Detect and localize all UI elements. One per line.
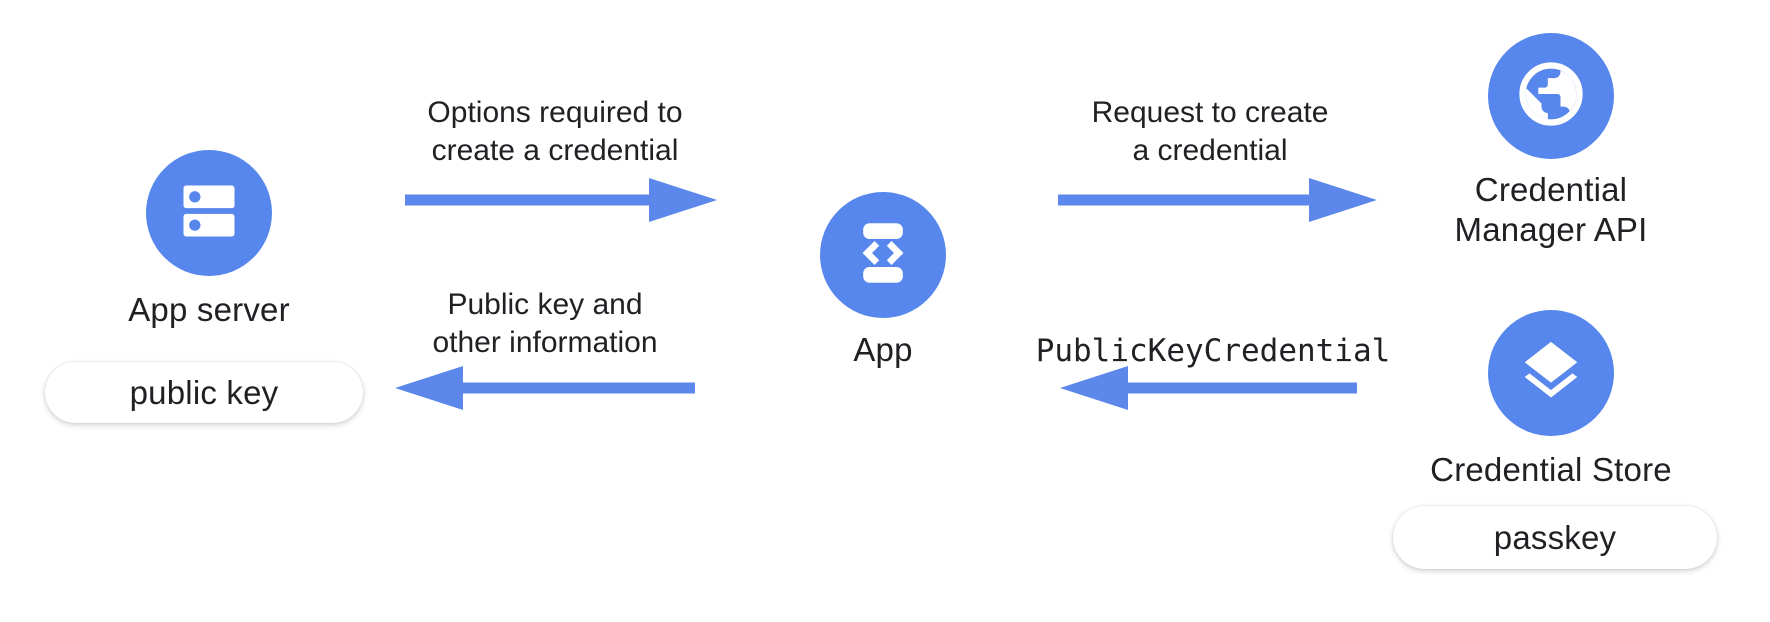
public-key-badge: public key: [45, 362, 363, 423]
request-create-right-arrow-icon: [1058, 178, 1377, 222]
options-right-arrow-icon: [405, 178, 717, 222]
public-key-info-label-line1: Public key and: [447, 288, 643, 321]
phone-code-icon: [848, 218, 918, 293]
credential-manager-label-line1: Credential: [1474, 171, 1628, 208]
publickeycredential-label: PublicKeyCredential: [1035, 333, 1391, 369]
app-label: App: [853, 331, 913, 368]
request-create-label-line1: Request to create: [1091, 96, 1329, 129]
credential-store-node: [1488, 310, 1614, 436]
public-key-info-label-line2: other information: [432, 326, 658, 359]
credential-manager-label: Credential Manager API: [1401, 170, 1701, 250]
request-create-label-line2: a credential: [1132, 134, 1288, 167]
options-arrow-label: Options required to create a credential: [385, 94, 725, 170]
credential-manager-node: [1488, 33, 1614, 159]
request-create-arrow-label: Request to create a credential: [1040, 94, 1380, 170]
options-arrow-label-line2: create a credential: [431, 134, 679, 167]
server-icon: [175, 177, 243, 250]
public-key-info-left-arrow-icon: [395, 366, 695, 410]
public-key-badge-text: public key: [129, 373, 279, 411]
options-arrow-label-line1: Options required to: [427, 96, 683, 129]
credential-manager-label-line2: Manager API: [1454, 211, 1648, 248]
layers-icon: [1516, 336, 1586, 411]
publickeycredential-left-arrow-icon: [1060, 366, 1357, 410]
credential-store-label: Credential Store: [1430, 451, 1672, 488]
app-server-node: [146, 150, 272, 276]
app-server-label: App server: [128, 291, 290, 328]
public-key-info-arrow-label: Public key and other information: [375, 286, 715, 362]
passkey-badge-text: passkey: [1493, 518, 1617, 556]
app-node: [820, 192, 946, 318]
passkey-badge: passkey: [1393, 506, 1717, 569]
globe-icon: [1513, 56, 1589, 137]
